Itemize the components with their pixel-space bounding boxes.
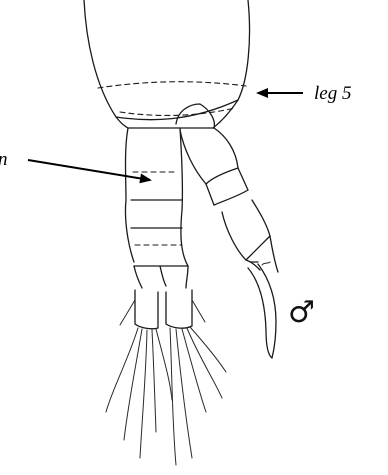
caudal-setae <box>106 327 226 465</box>
caudal-rami <box>120 290 205 329</box>
prosome <box>84 0 250 128</box>
leg5-label: leg 5 <box>314 83 351 104</box>
leg-5 <box>176 104 278 358</box>
segment-arrow <box>28 160 150 180</box>
partial-label: n <box>0 149 8 170</box>
male-symbol: ♂ <box>288 295 315 330</box>
urosome <box>125 128 188 288</box>
